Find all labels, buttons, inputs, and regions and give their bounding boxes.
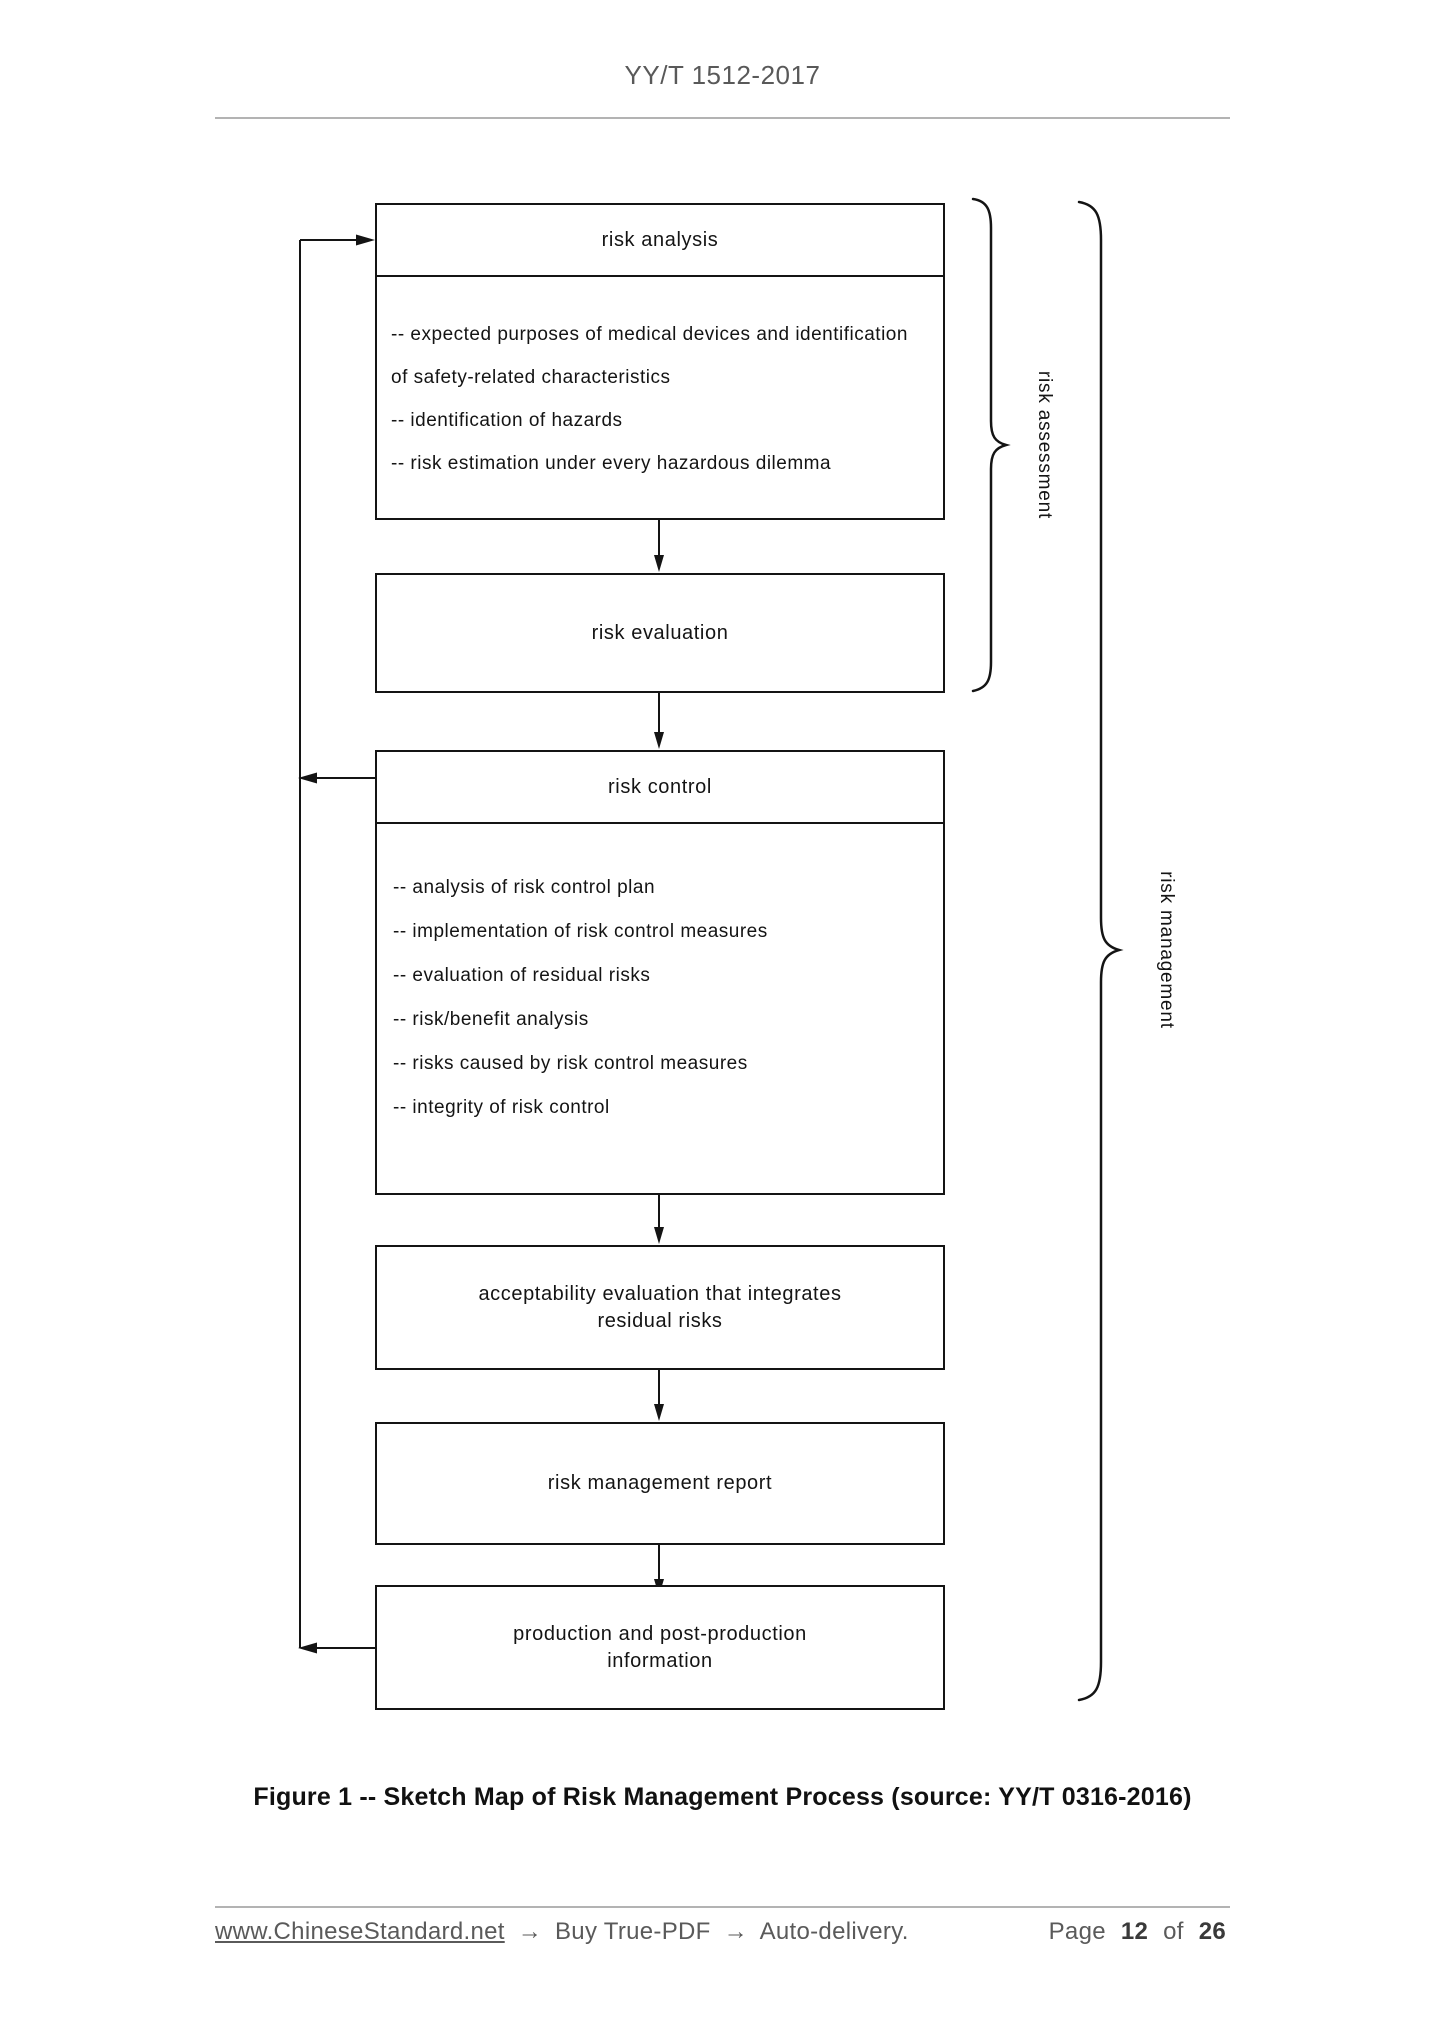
risk-analysis-box: risk analysis -- expected purposes of me… [375, 203, 945, 520]
acceptability-evaluation-box: acceptability evaluation that integrates… [375, 1245, 945, 1370]
figure-caption: Figure 1 -- Sketch Map of Risk Managemen… [253, 1783, 1192, 1811]
page-footer: www.ChineseStandard.net → Buy True-PDF →… [215, 1918, 1230, 1946]
page-total: 26 [1198, 1918, 1226, 1945]
arrowhead-into-risk-analysis [356, 234, 375, 246]
arrowhead-down-1 [654, 555, 664, 572]
arrow-right-icon: → [723, 1918, 748, 1945]
risk-control-item: -- integrity of risk control [393, 1097, 610, 1118]
acceptability-evaluation-line: residual risks [597, 1309, 723, 1332]
footer-delivery-text: Auto-delivery. [759, 1918, 909, 1945]
production-information-box: production and post-production informati… [375, 1585, 945, 1710]
production-information-line: production and post-production [513, 1622, 807, 1645]
arrowhead-down-4 [654, 1404, 664, 1421]
page-of-label: of [1163, 1918, 1184, 1945]
arrowhead-from-risk-control [298, 772, 317, 784]
risk-analysis-title: risk analysis [377, 205, 943, 277]
risk-analysis-item: of safety-related characteristics [391, 366, 671, 388]
arrowhead-from-production [298, 1642, 317, 1654]
arrow-right-icon: → [517, 1918, 543, 1945]
risk-management-label: risk management [1156, 871, 1177, 1029]
risk-control-item: -- risk/benefit analysis [393, 1009, 589, 1030]
risk-control-item: -- evaluation of residual risks [393, 965, 651, 986]
risk-control-item: -- implementation of risk control measur… [393, 921, 768, 942]
page-label: Page [1048, 1918, 1106, 1945]
document-title: YY/T 1512-2017 [624, 60, 821, 90]
footer-divider [215, 1906, 1230, 1908]
footer-buy-text: Buy True-PDF [554, 1918, 711, 1945]
page-current: 12 [1120, 1918, 1149, 1945]
risk-control-details: -- analysis of risk control plan -- impl… [377, 824, 943, 1130]
risk-management-brace [1077, 200, 1124, 1702]
header-divider [215, 117, 1230, 119]
risk-evaluation-title: risk evaluation [591, 621, 729, 644]
risk-analysis-details: -- expected purposes of medical devices … [377, 277, 943, 485]
arrowhead-down-2 [654, 732, 664, 749]
footer-link[interactable]: www.ChineseStandard.net [215, 1918, 505, 1945]
risk-assessment-brace [971, 197, 1011, 693]
risk-evaluation-box: risk evaluation [375, 573, 945, 693]
risk-analysis-item: -- identification of hazards [391, 409, 623, 431]
risk-control-box: risk control -- analysis of risk control… [375, 750, 945, 1195]
risk-management-report-title: risk management report [547, 1472, 773, 1494]
risk-control-item: -- analysis of risk control plan [393, 877, 656, 898]
footer-tagline: www.ChineseStandard.net → Buy True-PDF →… [215, 1918, 909, 1946]
risk-assessment-label: risk assessment [1034, 370, 1055, 520]
risk-control-title: risk control [377, 752, 943, 824]
risk-management-report-box: risk management report [375, 1422, 945, 1545]
production-information-line: information [607, 1649, 713, 1672]
acceptability-evaluation-line: acceptability evaluation that integrates [478, 1282, 842, 1305]
arrowhead-down-3 [654, 1227, 664, 1244]
page-indicator: Page 12 of 26 [1045, 1918, 1230, 1946]
risk-analysis-item: -- expected purposes of medical devices … [391, 323, 908, 345]
risk-control-item: -- risks caused by risk control measures [393, 1053, 748, 1074]
risk-analysis-item: -- risk estimation under every hazardous… [391, 452, 832, 474]
